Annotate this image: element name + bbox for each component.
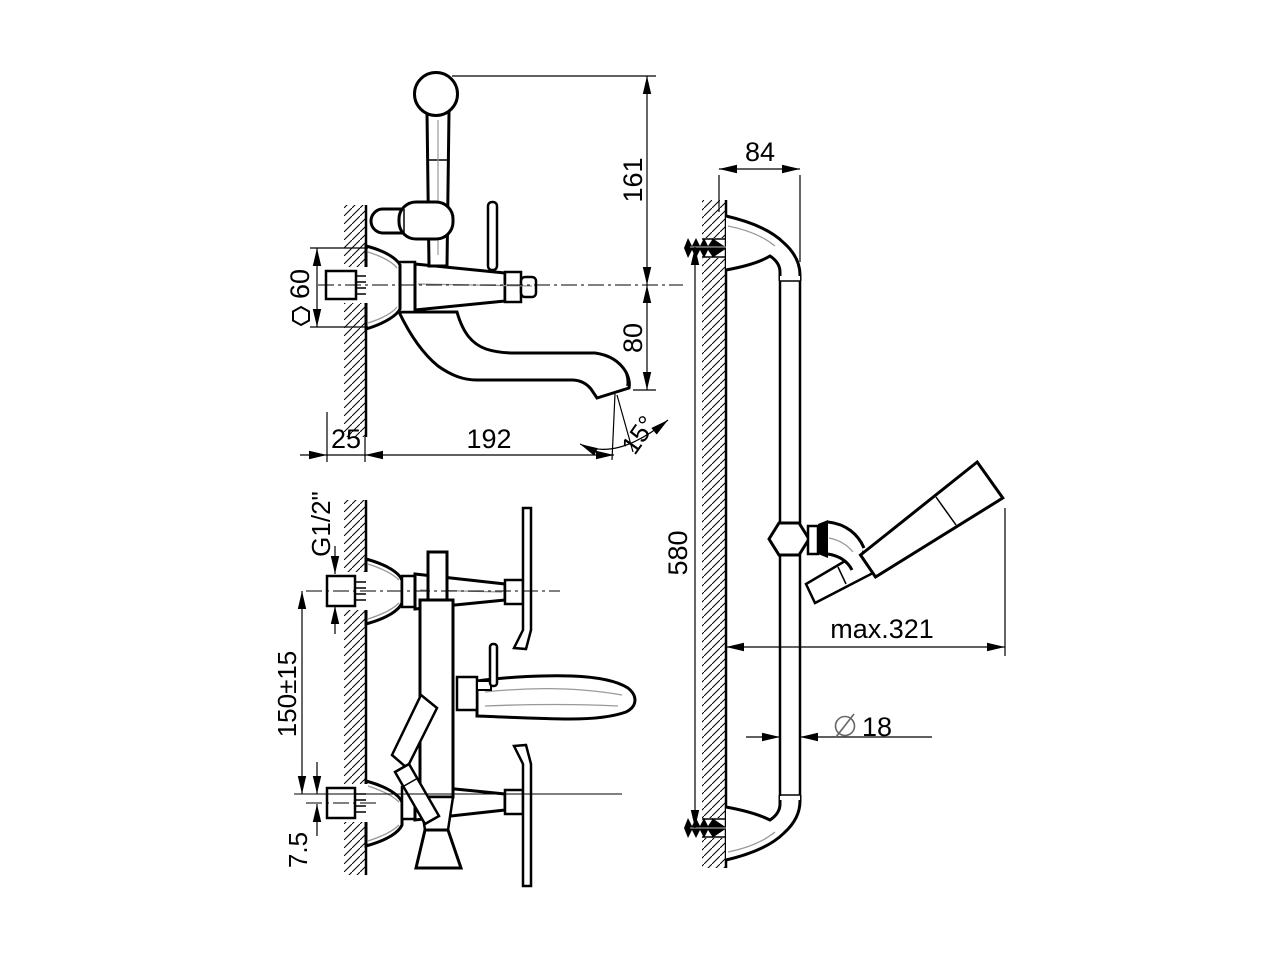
mixer-plan-view: G1/2" 150±15 7.5	[272, 491, 637, 888]
handshower-elbow	[827, 520, 866, 571]
mixer-side-view: 161 80 60 25 192 15°	[285, 71, 683, 462]
mixer-body-side	[364, 244, 538, 332]
spout-plan	[414, 828, 464, 870]
wall-anchor-top	[684, 238, 727, 258]
dim-bracket-depth: 84	[745, 137, 775, 167]
slider-holder-ring	[806, 524, 820, 556]
spout-curve	[396, 310, 631, 400]
rail-bracket-top	[725, 214, 802, 282]
shower-outlet-connector	[369, 200, 455, 241]
diameter-icon	[834, 713, 856, 738]
dimensions-side	[292, 75, 669, 462]
spout-outlet-inner-line	[621, 365, 628, 387]
dimensions-plan	[297, 546, 340, 836]
lever-pin	[486, 200, 499, 272]
handshower-body	[858, 459, 1005, 580]
top-valve-handle-blade	[512, 506, 533, 651]
dim-thread: G1/2"	[306, 491, 336, 557]
rail-slider-hexagon	[767, 521, 811, 557]
dim-rail-length: 580	[663, 530, 693, 575]
slide-rail-view: 84 580 max.321 18	[663, 137, 1006, 868]
wall-section-plan	[344, 500, 368, 875]
dim-height-above: 161	[618, 157, 648, 202]
wall-section-side	[344, 205, 368, 437]
slider-knob	[818, 520, 828, 558]
bottom-valve-handle-blade	[512, 743, 533, 888]
dim-rail-diameter: 18	[862, 712, 892, 742]
diverter-ball-knob	[413, 71, 459, 117]
hexagon-icon	[292, 305, 310, 327]
rail-bracket-bottom	[725, 795, 802, 862]
diverter-stem	[425, 110, 451, 268]
wall-section-rail	[702, 200, 728, 868]
dimensions-rail	[690, 164, 1006, 828]
dim-height-below: 80	[618, 323, 648, 353]
dim-inlet-spacing: 150±15	[272, 651, 302, 738]
lever-handle-plan	[455, 642, 637, 721]
dim-hex-size: 60	[285, 269, 315, 299]
dim-spout-angle: 15°	[615, 410, 662, 459]
dim-max-travel: max.321	[830, 614, 934, 644]
dim-offset: 7.5	[283, 832, 313, 868]
dim-wall-depth: 25	[331, 424, 361, 454]
dim-spout-reach: 192	[466, 424, 511, 454]
